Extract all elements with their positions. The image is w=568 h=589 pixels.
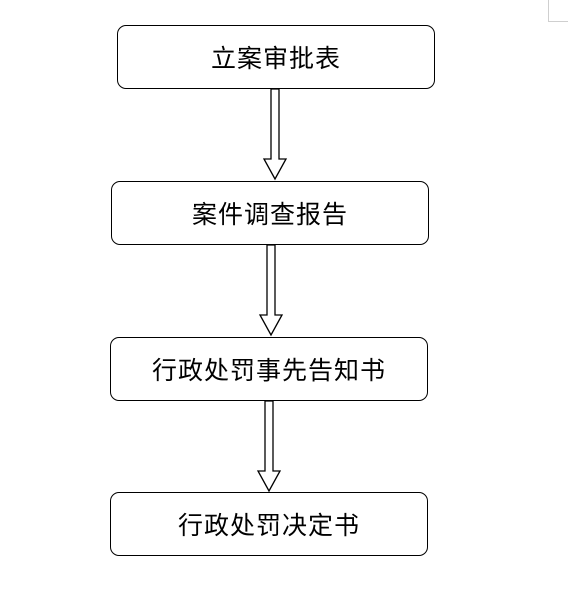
flow-step-label: 行政处罚事先告知书 bbox=[151, 356, 386, 385]
flow-arrow-1 bbox=[262, 88, 288, 181]
flow-step-investigation-report: 案件调查报告 bbox=[111, 181, 429, 245]
page-corner-mark bbox=[548, 0, 568, 22]
flow-arrow-3 bbox=[256, 400, 282, 493]
flow-step-penalty-decision: 行政处罚决定书 bbox=[110, 492, 428, 556]
flow-step-label: 行政处罚决定书 bbox=[177, 511, 360, 540]
flow-step-label: 立案审批表 bbox=[210, 44, 341, 73]
flow-arrow-2 bbox=[258, 244, 284, 337]
flow-step-label: 案件调查报告 bbox=[191, 200, 348, 229]
flow-step-prior-notice: 行政处罚事先告知书 bbox=[110, 337, 428, 401]
flow-step-case-approval: 立案审批表 bbox=[117, 25, 435, 89]
